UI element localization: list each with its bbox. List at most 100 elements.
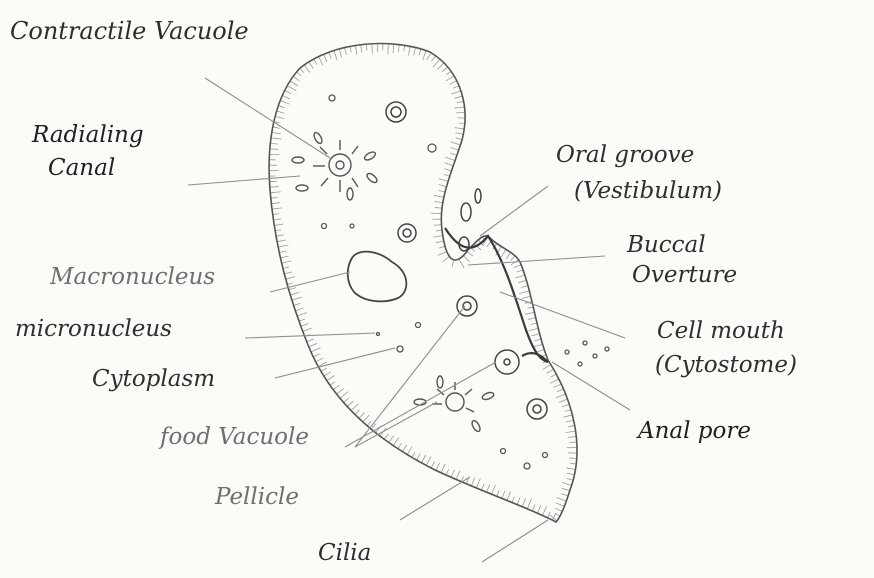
cilium-stroke	[487, 484, 490, 492]
cilium-stroke	[276, 235, 283, 236]
cilium-stroke	[324, 372, 331, 376]
cilium-stroke	[355, 45, 356, 54]
cilium-stroke	[446, 469, 449, 475]
cilium-stroke	[339, 49, 341, 58]
cilium-stroke	[321, 368, 327, 371]
cilium-stroke	[446, 71, 451, 74]
label-radiating-canal-1: Radialing	[32, 122, 144, 148]
cilium-stroke	[439, 190, 445, 192]
cilium-stroke	[371, 424, 376, 430]
cilium-stroke	[347, 401, 353, 407]
cilium-stroke	[566, 420, 574, 422]
cilium-stroke	[273, 219, 281, 220]
cilium-stroke	[287, 86, 296, 91]
cilium-stroke	[297, 313, 306, 316]
cilium-stroke	[497, 490, 499, 496]
cilium-stroke	[451, 470, 454, 477]
cilium-stroke	[324, 54, 327, 62]
cilium-stroke	[554, 384, 562, 388]
cilium-stroke	[531, 323, 537, 325]
cilium-stroke	[431, 462, 434, 468]
cilium-stroke	[412, 452, 415, 457]
cilium-stroke	[327, 376, 335, 381]
cilium-stroke	[435, 207, 442, 208]
cilium-stroke	[290, 81, 298, 86]
cilium-stroke	[301, 324, 309, 327]
cilium-stroke	[471, 478, 474, 486]
label-contractile-vacuole: Contractile Vacuole	[10, 18, 249, 46]
cilium-stroke	[453, 86, 459, 88]
cilium-stroke	[436, 241, 444, 243]
cilium-stroke	[455, 128, 464, 129]
cilium-stroke	[501, 249, 506, 257]
cilium-stroke	[314, 59, 317, 65]
cilium-stroke	[454, 107, 464, 108]
cilium-stroke	[433, 236, 442, 238]
cilium-stroke	[359, 413, 364, 419]
cilium-stroke	[290, 292, 299, 295]
cilium-stroke	[439, 179, 448, 182]
cilium-stroke	[547, 369, 554, 373]
cilium-stroke	[445, 157, 455, 160]
cilium-stroke	[444, 169, 451, 171]
cilium-stroke	[446, 76, 454, 81]
cilium-stroke	[529, 328, 539, 330]
cilium-stroke	[431, 56, 435, 62]
cilium-stroke	[506, 252, 510, 258]
cilium-stroke	[389, 436, 394, 443]
cilium-stroke	[537, 505, 540, 513]
cilium-stroke	[441, 464, 445, 473]
cilium-stroke	[393, 437, 399, 445]
cilium-stroke	[451, 91, 461, 94]
contractile-vacuole-bottom	[414, 376, 495, 433]
cilium-stroke	[512, 497, 514, 503]
cilia-fringe	[269, 44, 577, 521]
cilium-stroke	[423, 51, 426, 60]
cilium-stroke	[299, 319, 305, 321]
cilium-stroke	[272, 208, 282, 209]
cilium-stroke	[273, 214, 279, 215]
cilium-stroke	[286, 277, 295, 279]
cilium-stroke	[333, 385, 339, 389]
cilium-stroke	[451, 142, 461, 145]
cilium-stroke	[456, 138, 462, 140]
cilium-stroke	[334, 50, 337, 60]
cilium-stroke	[402, 445, 406, 452]
cilium-stroke	[521, 286, 528, 288]
cilium-stroke	[534, 339, 541, 341]
macronucleus-shape	[348, 252, 407, 302]
cilium-stroke	[270, 192, 280, 193]
label-anal-pore: Anal pore	[638, 418, 751, 444]
cilium-stroke	[562, 404, 569, 406]
cilium-stroke	[337, 389, 344, 395]
cilium-stroke	[531, 334, 539, 336]
cilium-stroke	[311, 348, 321, 352]
label-cilia: Cilia	[318, 540, 371, 566]
cilium-stroke	[557, 389, 563, 392]
cilium-stroke	[313, 354, 319, 357]
cilium-stroke	[427, 53, 432, 60]
cilium-stroke	[567, 473, 575, 475]
cilium-stroke	[433, 59, 440, 67]
cilium-stroke	[344, 398, 349, 403]
cilium-stroke	[316, 358, 324, 362]
cilium-stroke	[366, 44, 367, 50]
cilium-stroke	[434, 201, 442, 202]
cilium-stroke	[372, 44, 373, 54]
cilium-stroke	[445, 163, 454, 166]
cilium-stroke	[457, 102, 464, 103]
cilium-stroke	[270, 187, 279, 188]
cilium-stroke	[280, 256, 288, 258]
cilium-stroke	[436, 230, 442, 231]
cilium-stroke	[567, 479, 573, 481]
cilium-stroke	[289, 288, 296, 290]
cilium-stroke	[556, 503, 564, 506]
cilium-stroke	[282, 261, 292, 263]
cilium-stroke	[275, 230, 281, 231]
cilium-stroke	[417, 454, 421, 461]
cilium-stroke	[525, 312, 534, 314]
cilium-stroke	[384, 434, 388, 440]
cilium-stroke	[543, 365, 551, 370]
cilium-stroke	[463, 256, 469, 262]
